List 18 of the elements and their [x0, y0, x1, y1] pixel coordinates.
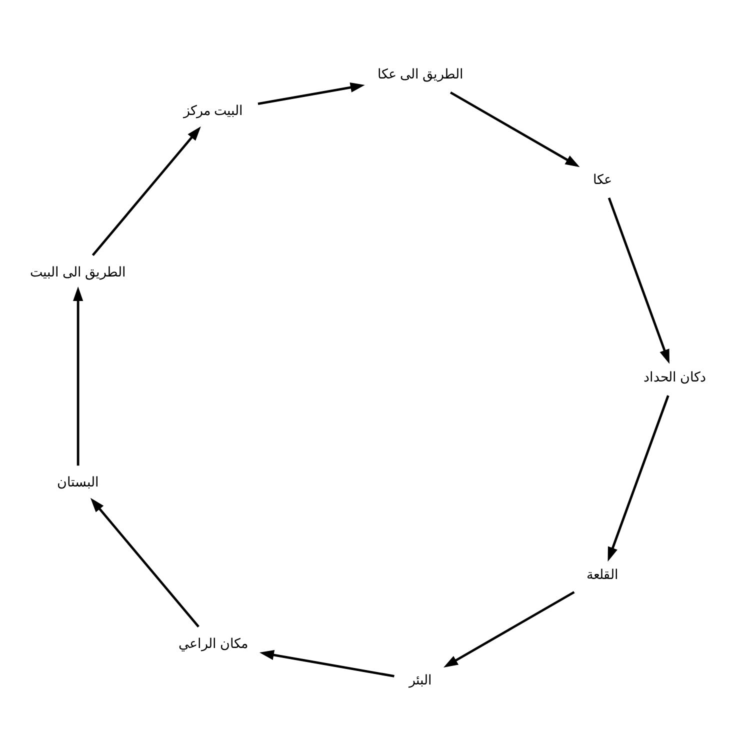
- node-text: البيت مركز: [184, 102, 243, 118]
- node-text: دكان الحداد: [643, 369, 706, 384]
- arrow: [92, 126, 201, 256]
- node-text: الطريق الى البيت: [30, 264, 126, 279]
- node-text: البستان: [57, 474, 100, 490]
- node-text: الطريق الى عكا: [378, 66, 464, 82]
- node-text: عكا: [593, 171, 612, 186]
- arrow: [608, 196, 670, 364]
- node-text: القلعة: [586, 566, 619, 582]
- arrow: [608, 394, 670, 562]
- arrow: [90, 497, 200, 628]
- arrow: [450, 90, 580, 167]
- node-text: مكان الراعي: [178, 635, 248, 650]
- node-text: البئر: [408, 672, 432, 687]
- arrow: [259, 650, 394, 677]
- arrow: [73, 286, 84, 466]
- arrow: [444, 590, 575, 668]
- arrow: [258, 82, 365, 104]
